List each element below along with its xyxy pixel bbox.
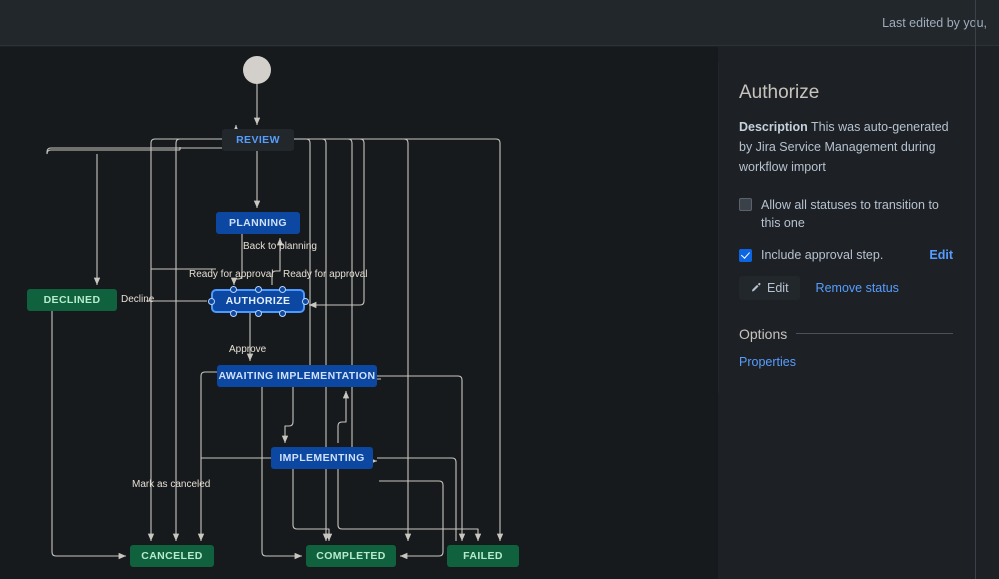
include-approval-checkbox[interactable]	[739, 249, 752, 263]
workflow-canvas[interactable]: REVIEW PLANNING DECLINED AUTHORIZE AWAIT…	[0, 47, 718, 579]
remove-status-link[interactable]: Remove status	[815, 280, 899, 295]
status-actions-row: Edit Remove status	[739, 275, 953, 300]
edge-label-ready-for-approval-2[interactable]: Ready for approval	[283, 269, 368, 280]
workflow-start-node[interactable]	[243, 56, 271, 84]
status-details-panel: Authorize Description This was auto-gene…	[719, 62, 975, 393]
description-label: Description	[739, 120, 808, 134]
edge-label-mark-as-canceled[interactable]: Mark as canceled	[132, 479, 211, 490]
resize-handle-n1[interactable]	[230, 285, 237, 293]
edge-label-approve[interactable]: Approve	[229, 344, 267, 355]
node-completed[interactable]: COMPLETED	[306, 545, 396, 567]
description-text: This was auto-generated by Jira Service …	[739, 120, 949, 174]
node-canceled[interactable]: CANCELED	[130, 545, 214, 567]
panel-title: Authorize	[739, 82, 820, 103]
allow-all-statuses-label: Allow all statuses to transition to this…	[761, 198, 939, 231]
resize-handle-e[interactable]	[301, 297, 309, 305]
node-failed[interactable]: FAILED	[447, 545, 519, 567]
resize-handle-s3[interactable]	[279, 309, 286, 317]
workflow-edges	[46, 84, 504, 560]
edge-label-back-to-planning[interactable]: Back to planning	[243, 241, 317, 252]
edit-status-button[interactable]: Edit	[739, 275, 800, 300]
include-approval-edit-link[interactable]: Edit	[929, 247, 953, 262]
allow-all-statuses-checkbox[interactable]	[739, 198, 752, 212]
include-approval-label: Include approval step.	[761, 247, 884, 262]
app-header: Last edited by you,	[0, 0, 999, 46]
options-section-header: Options	[739, 326, 953, 342]
node-implementing[interactable]: IMPLEMENTING	[271, 447, 373, 469]
right-divider	[975, 0, 976, 579]
properties-link[interactable]: Properties	[739, 354, 796, 369]
options-title: Options	[739, 325, 788, 342]
resize-handle-s2[interactable]	[254, 309, 262, 317]
node-planning[interactable]: PLANNING	[216, 212, 300, 234]
resize-handle-n2[interactable]	[254, 285, 262, 293]
panel-left-edge	[718, 62, 719, 393]
edge-label-decline[interactable]: Decline	[121, 294, 155, 305]
resize-handle-n3[interactable]	[279, 285, 286, 293]
node-declined[interactable]: DECLINED	[27, 289, 117, 311]
options-divider	[796, 333, 953, 335]
allow-all-statuses-row[interactable]: Allow all statuses to transition to this…	[739, 196, 953, 232]
edit-status-button-label: Edit	[767, 280, 789, 295]
include-approval-row[interactable]: Include approval step. Edit	[739, 246, 953, 264]
pencil-icon	[751, 282, 761, 292]
last-edited-label: Last edited by you,	[882, 15, 987, 30]
status-description: Description This was auto-generated by J…	[739, 118, 953, 177]
resize-handle-s1[interactable]	[230, 309, 237, 317]
edge-label-ready-for-approval-1[interactable]: Ready for approval	[189, 269, 274, 280]
node-review[interactable]: REVIEW	[222, 129, 294, 151]
node-awaiting-implementation[interactable]: AWAITING IMPLEMENTATION	[217, 365, 377, 387]
resize-handle-w[interactable]	[207, 297, 215, 305]
